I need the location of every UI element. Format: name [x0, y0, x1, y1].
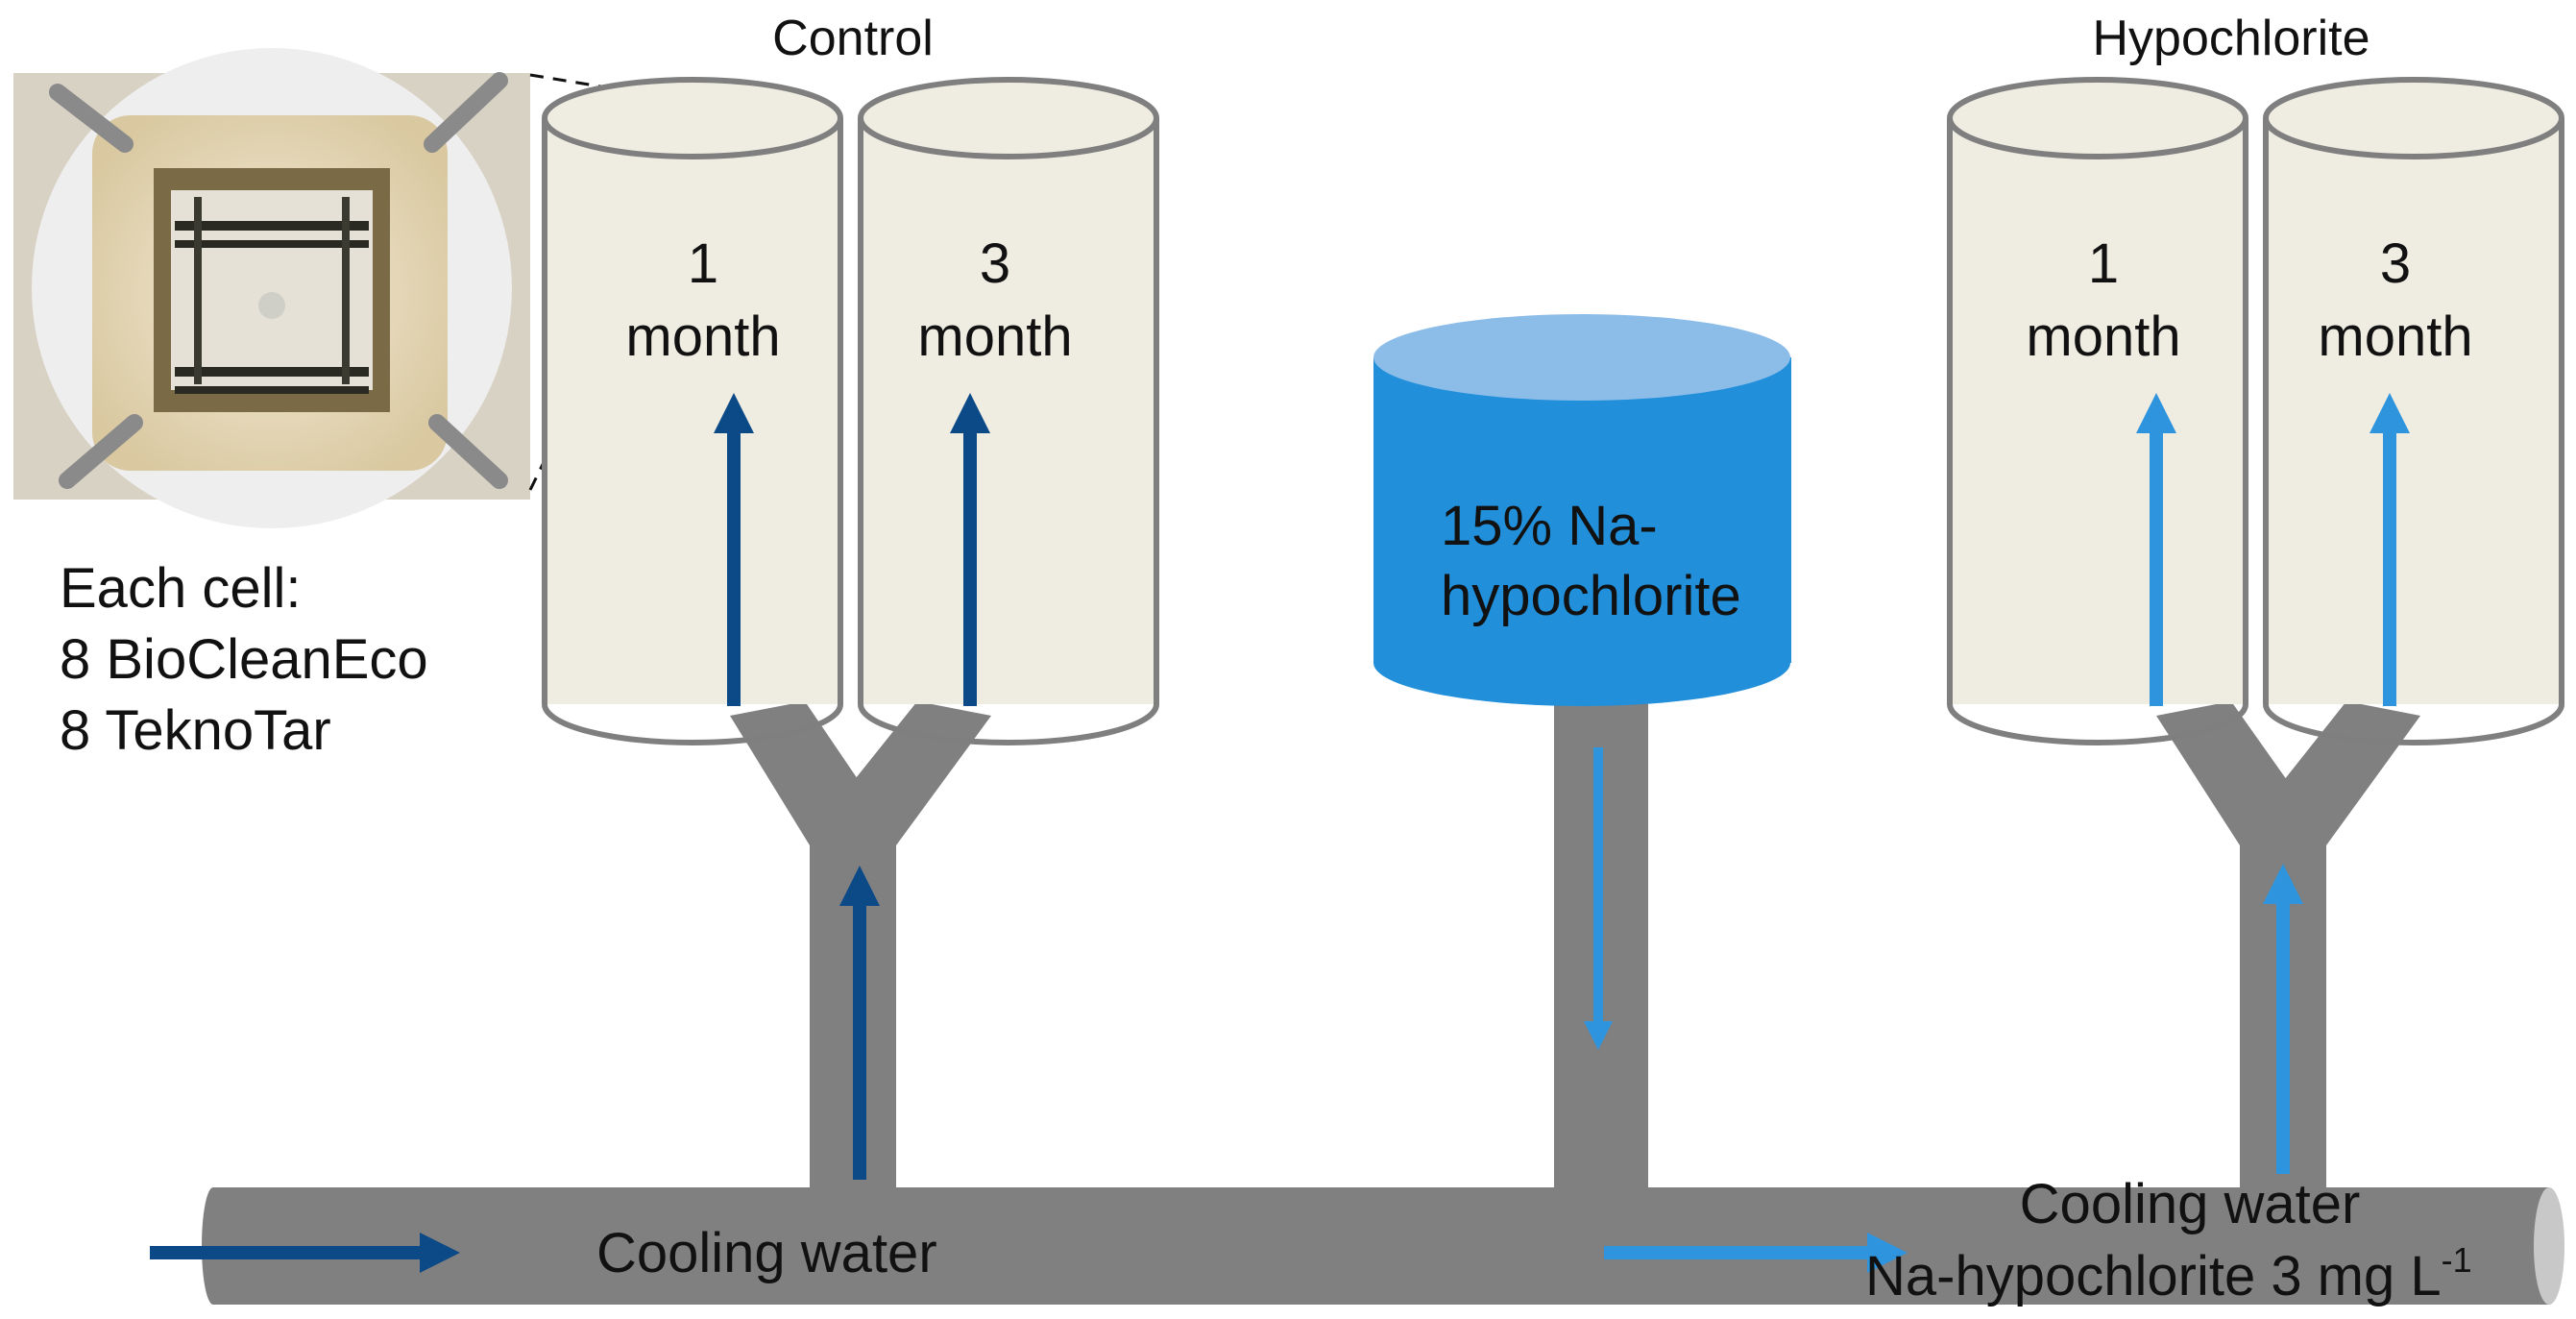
hypochlorite-cell-3-label-number: 3 [2380, 232, 2411, 295]
hypochlorite-title: Hypochlorite [2092, 11, 2369, 66]
cell-info-line3: 8 TeknoTar [60, 699, 331, 762]
control-title: Control [772, 11, 934, 66]
hypochlorite-tank [1373, 314, 1791, 706]
control-cell-1-label-unit: month [625, 305, 780, 368]
outlet-label-line1: Cooling water [2020, 1173, 2361, 1235]
control-cell-3-label-number: 3 [980, 232, 1010, 295]
control-cell-1-label-number: 1 [688, 232, 718, 295]
control-cell-3 [858, 77, 1159, 745]
hypochlorite-cell-3 [2263, 77, 2564, 745]
inlet-label: Cooling water [596, 1222, 937, 1284]
cell-info-line1: Each cell: [60, 557, 301, 620]
outlet-label-line2: Na-hypochlorite 3 mg L-1 [1865, 1240, 2472, 1307]
tank-label-line2: hypochlorite [1441, 565, 1741, 627]
flow-arrows [150, 393, 2410, 1273]
hypochlorite-cell-1 [1947, 77, 2248, 745]
hypochlorite-cell-3-label-unit: month [2318, 305, 2472, 368]
hypochlorite-cell-1-label-number: 1 [2088, 232, 2119, 295]
cell-info-line2: 8 BioCleanEco [60, 628, 428, 691]
outlet-label-line2-prefix: Na-hypochlorite 3 mg L [1865, 1245, 2442, 1307]
control-cell-3-label-unit: month [917, 305, 1072, 368]
main-pipe [202, 1187, 2564, 1305]
tank-label-line1: 15% Na- [1441, 495, 1658, 557]
control-cell-1 [542, 77, 843, 745]
photo-inset [13, 48, 530, 528]
hypochlorite-cell-1-label-unit: month [2026, 305, 2180, 368]
outlet-label-line2-superscript: -1 [2442, 1240, 2472, 1280]
